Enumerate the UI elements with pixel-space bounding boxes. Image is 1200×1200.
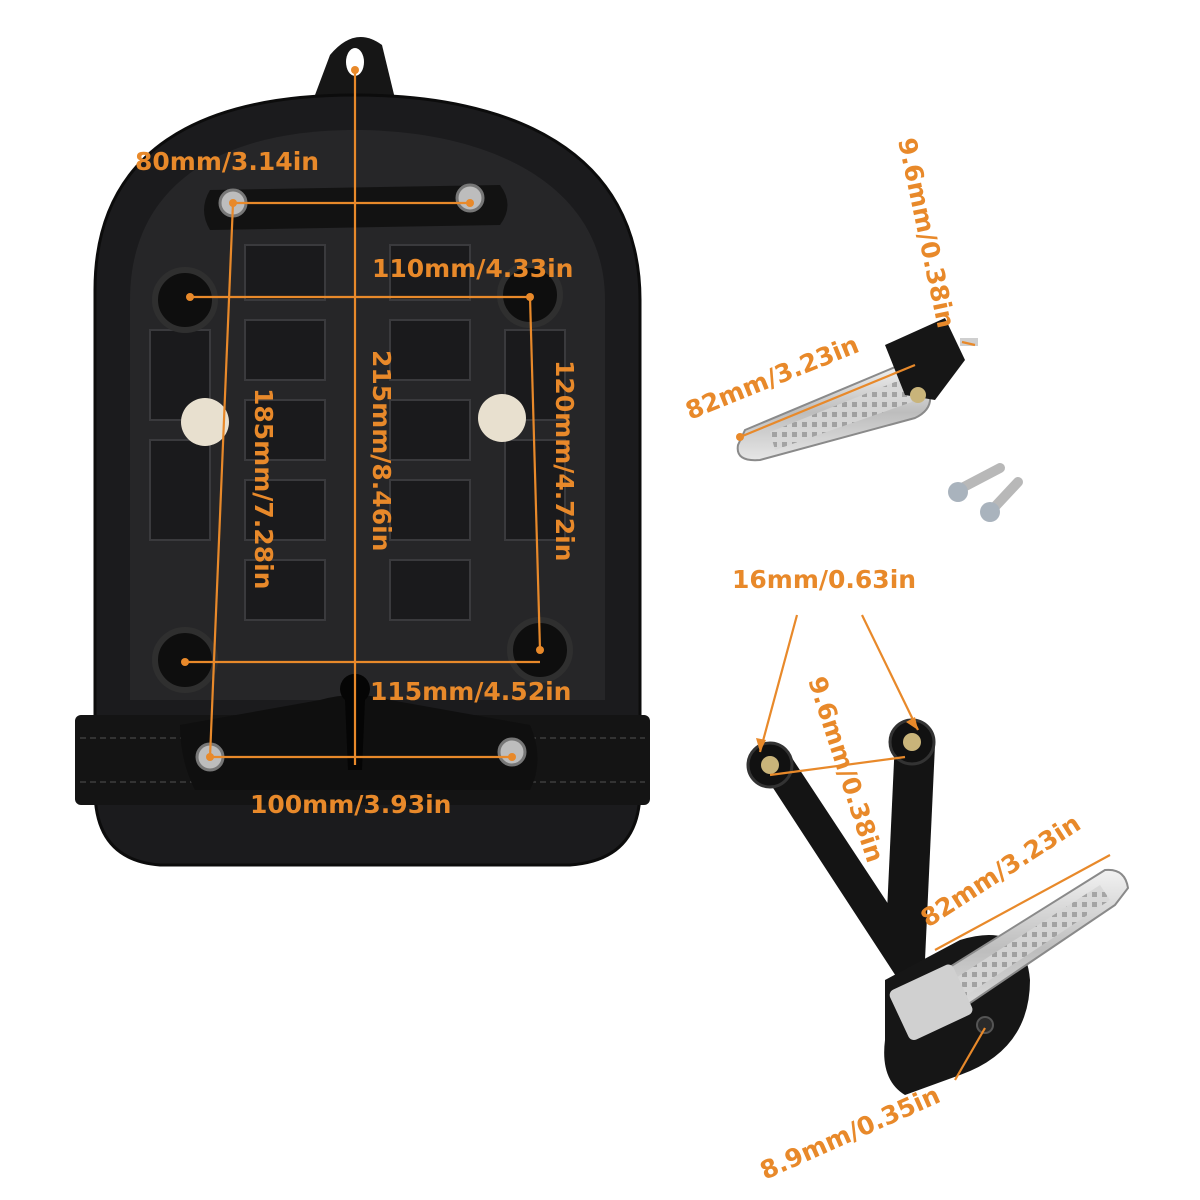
bracket-right-arm: [885, 740, 935, 960]
label-top-bolt-spacing: 80mm/3.14in: [135, 147, 319, 176]
peg-clevis: [885, 318, 965, 400]
peg-dimension-lines: [736, 340, 976, 441]
bracket-dimension-lines: [756, 614, 1111, 1081]
seat-pan: [75, 37, 650, 867]
label-right-length: 120mm/4.72in: [550, 360, 579, 561]
bracket-peg-clevis: [889, 964, 973, 1041]
bumper-right: [478, 394, 526, 442]
label-left-length: 185mm/7.28in: [249, 388, 278, 589]
label-lower-width: 115mm/4.52in: [370, 677, 571, 706]
seat-dimension-lines: [181, 66, 544, 765]
label-center-length: 215mm/8.46in: [367, 350, 396, 551]
label-mount-hole-diameter: 16mm/0.63in: [732, 565, 916, 594]
screws: [948, 463, 1023, 522]
label-bottom-bolt-spacing: 100mm/3.93in: [250, 790, 451, 819]
label-mid-width: 110mm/4.33in: [372, 254, 573, 283]
foot-peg: [736, 318, 978, 462]
label-peg-bolt-diameter: 9.6mm/0.38in: [892, 135, 961, 330]
label-lower-hole-diameter: 8.9mm/0.35in: [756, 1080, 945, 1185]
tab-slot: [346, 48, 364, 76]
bumper-left: [181, 398, 229, 446]
peg-bracket: [746, 718, 1130, 1095]
